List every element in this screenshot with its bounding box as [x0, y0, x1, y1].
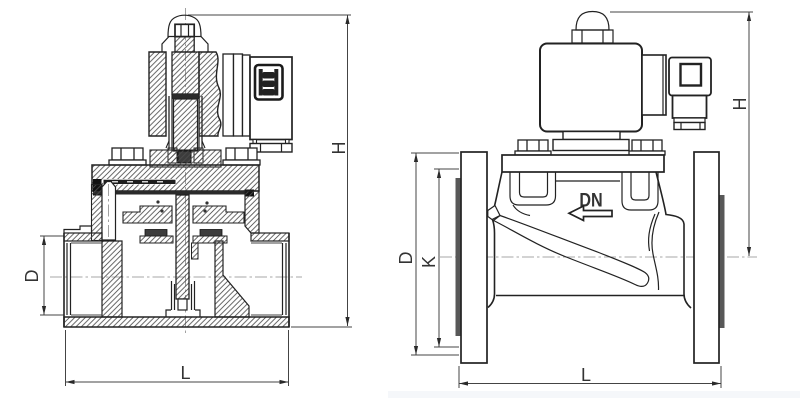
svg-text:D: D: [22, 270, 42, 283]
svg-text:D: D: [396, 252, 416, 265]
svg-text:L: L: [180, 363, 190, 383]
svg-text:L: L: [581, 365, 591, 385]
svg-text:H: H: [329, 142, 349, 155]
svg-text:H: H: [730, 98, 750, 111]
svg-text:K: K: [419, 256, 439, 268]
svg-text:DN: DN: [579, 189, 602, 211]
